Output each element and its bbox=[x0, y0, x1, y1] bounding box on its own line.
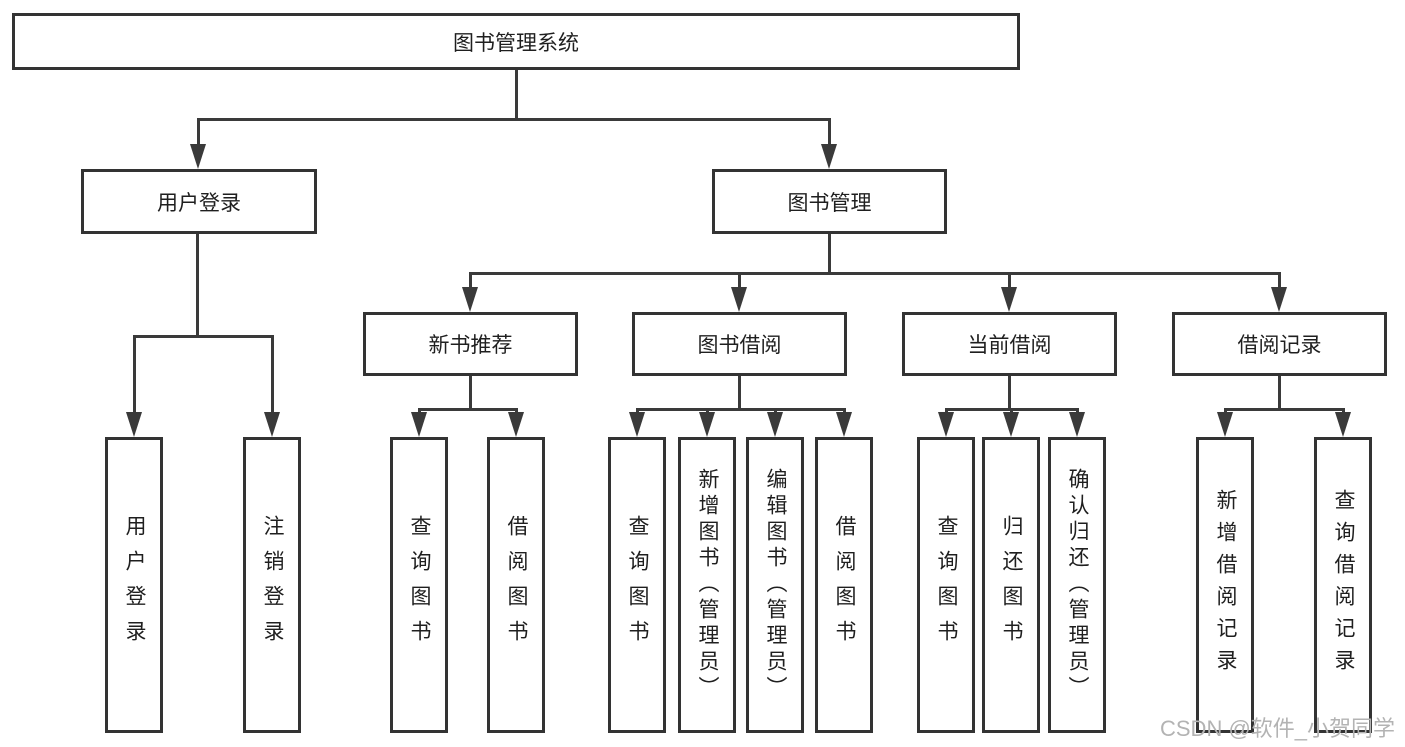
arrow-down-icon bbox=[126, 338, 143, 437]
node-book-mgmt: 图书管理 bbox=[712, 169, 947, 234]
connector-currentborrow-bus bbox=[945, 408, 1079, 411]
node-current-borrow: 当前借阅 bbox=[902, 312, 1117, 376]
arrow-down-icon bbox=[938, 411, 955, 437]
leaf-bb-add-books-admin: 新增图书（管理员） bbox=[678, 437, 736, 733]
connector-currentborrow-stem bbox=[1008, 376, 1011, 411]
arrow-down-icon bbox=[629, 411, 646, 437]
leaf-br-add-record: 新增借阅记录 bbox=[1196, 437, 1254, 733]
node-user-login: 用户登录 bbox=[81, 169, 317, 234]
arrow-down-icon bbox=[1271, 275, 1288, 312]
arrow-down-icon bbox=[1335, 411, 1352, 437]
arrow-down-icon bbox=[508, 411, 525, 437]
arrow-down-icon bbox=[821, 121, 838, 169]
leaf-user-login: 用户登录 bbox=[105, 437, 163, 733]
connector-userlogin-stem bbox=[196, 234, 199, 338]
leaf-cb-confirm-return-admin: 确认归还（管理员） bbox=[1048, 437, 1106, 733]
node-root: 图书管理系统 bbox=[12, 13, 1020, 70]
arrow-down-icon bbox=[731, 275, 748, 312]
csdn-watermark: CSDN @软件_小贺同学 bbox=[1160, 716, 1396, 741]
arrow-down-icon bbox=[264, 338, 281, 437]
leaf-logout: 注销登录 bbox=[243, 437, 301, 733]
arrow-down-icon bbox=[190, 121, 207, 169]
connector-root-stem bbox=[515, 69, 518, 121]
arrow-down-icon bbox=[462, 275, 479, 312]
leaf-nbr-query-books: 查询图书 bbox=[390, 437, 448, 733]
connector-userlogin-bus bbox=[133, 335, 274, 338]
node-new-book-rec: 新书推荐 bbox=[363, 312, 578, 376]
connector-bookmgmt-bus bbox=[469, 272, 1281, 275]
connector-newbookrec-stem bbox=[469, 376, 472, 411]
leaf-cb-query-books: 查询图书 bbox=[917, 437, 975, 733]
connector-newbookrec-bus bbox=[418, 408, 518, 411]
arrow-down-icon bbox=[1003, 411, 1020, 437]
node-book-borrow: 图书借阅 bbox=[632, 312, 847, 376]
connector-bookborrow-bus bbox=[636, 408, 846, 411]
leaf-nbr-borrow-books: 借阅图书 bbox=[487, 437, 545, 733]
leaf-bb-edit-books-admin: 编辑图书（管理员） bbox=[746, 437, 804, 733]
leaf-bb-query-books: 查询图书 bbox=[608, 437, 666, 733]
arrow-down-icon bbox=[411, 411, 428, 437]
leaf-br-query-record: 查询借阅记录 bbox=[1314, 437, 1372, 733]
connector-bookmgmt-stem bbox=[828, 234, 831, 275]
connector-bookborrow-stem bbox=[738, 376, 741, 411]
arrow-down-icon bbox=[836, 411, 853, 437]
arrow-down-icon bbox=[699, 411, 716, 437]
leaf-bb-borrow-books: 借阅图书 bbox=[815, 437, 873, 733]
connector-borrowrecords-bus bbox=[1224, 408, 1345, 411]
arrow-down-icon bbox=[767, 411, 784, 437]
leaf-cb-return-books: 归还图书 bbox=[982, 437, 1040, 733]
arrow-down-icon bbox=[1069, 411, 1086, 437]
connector-borrowrecords-stem bbox=[1278, 376, 1281, 411]
connector-root-bus bbox=[197, 118, 831, 121]
node-borrow-records: 借阅记录 bbox=[1172, 312, 1387, 376]
arrow-down-icon bbox=[1217, 411, 1234, 437]
arrow-down-icon bbox=[1001, 275, 1018, 312]
